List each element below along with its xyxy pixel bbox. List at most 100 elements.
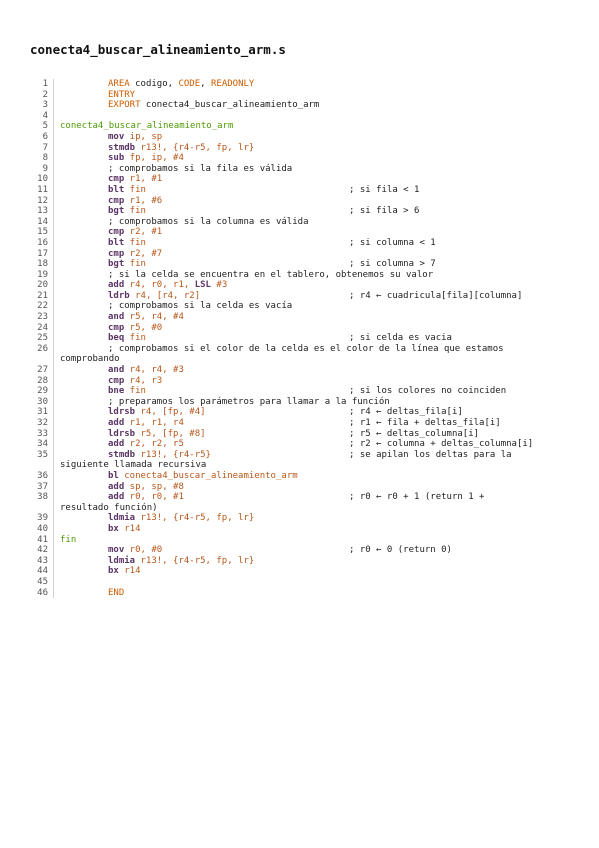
line-number: 40: [37, 523, 48, 534]
line-number: 34: [37, 439, 48, 450]
code-instruction: ldrb r4, [r4, r2]: [108, 291, 200, 302]
mnemonic: ldmia: [108, 555, 136, 566]
gutter-divider: [53, 142, 54, 154]
wrapped-comment: siguiente llamada recursiva: [60, 460, 207, 471]
operands: r4, [fp, #4]: [135, 407, 206, 418]
code-line: 4: [0, 110, 599, 122]
gutter-divider: [53, 206, 54, 217]
gutter-divider: [53, 131, 54, 143]
line-number: 25: [37, 333, 48, 344]
mnemonic: ldmia: [108, 513, 136, 524]
operands: r13!, {r4-r5, fp, lr}: [135, 555, 255, 566]
directive: EXPORT: [108, 100, 141, 111]
mnemonic: cmp: [108, 227, 125, 238]
code-instruction: cmp r4, r3: [108, 376, 162, 387]
code-instruction: blt fin: [108, 238, 146, 249]
mnemonic: cmp: [108, 322, 125, 333]
code-comment: ; si fila < 1: [349, 184, 420, 195]
line-number: 19: [37, 269, 48, 280]
wrapped-comment: resultado función): [60, 502, 158, 513]
code-line: 30; preparamos los parámetros para llama…: [0, 396, 599, 408]
code-line: 45: [0, 576, 599, 588]
line-number: 14: [37, 216, 48, 227]
line-number: 45: [37, 576, 48, 587]
mnemonic: bne: [108, 386, 125, 397]
code-instruction: stmdb r13!, {r4-r5}: [108, 450, 211, 461]
gutter-divider: [53, 365, 54, 376]
line-number: 22: [37, 301, 48, 312]
mnemonic: add: [108, 439, 125, 450]
mnemonic: ldrb: [108, 290, 130, 301]
code-line: 40 bx r14: [0, 523, 599, 535]
operands: r2, #7: [124, 248, 163, 259]
code-text: ,: [200, 79, 211, 89]
code-instruction: add r2, r2, r5: [108, 439, 184, 450]
operands: r13!, {r4-r5, fp, lr}: [135, 142, 255, 153]
mnemonic: ldrsb: [108, 407, 136, 418]
line-number: 46: [37, 587, 48, 598]
mnemonic: cmp: [108, 248, 125, 259]
gutter-divider: [53, 513, 54, 524]
line-number: 31: [37, 407, 48, 418]
code-line: 46 END: [0, 587, 599, 599]
code-instruction: bgt fin: [108, 206, 146, 217]
operands: fp, ip, #4: [124, 153, 184, 164]
code-instruction: stmdb r13!, {r4-r5, fp, lr}: [108, 143, 254, 154]
line-number: 4: [42, 110, 48, 121]
gutter-divider: [53, 523, 54, 535]
code-instruction: ; preparamos los parámetros para llamar …: [108, 397, 390, 408]
mnemonic: cmp: [108, 195, 125, 206]
gutter-divider: [53, 322, 54, 334]
operands: r2, r2, r5: [124, 439, 184, 450]
code-text: conecta4_buscar_alineamiento_arm: [140, 100, 320, 111]
code-instruction: ; comprobamos si la fila es válida: [108, 164, 292, 175]
line-number: 23: [37, 312, 48, 323]
gutter-divider: [53, 184, 54, 196]
code-instruction: bx r14: [108, 524, 141, 535]
code-line: 7 stmdb r13!, {r4-r5, fp, lr}: [0, 142, 599, 154]
code-label: fin: [60, 534, 77, 545]
code-instruction: add sp, sp, #8: [108, 482, 184, 493]
line-number: 1: [42, 79, 48, 89]
gutter-divider: [53, 375, 54, 387]
code-comment: ; si los colores no coinciden: [349, 386, 507, 397]
operands: r5, #0: [124, 322, 163, 333]
mnemonic: mov: [108, 131, 125, 142]
code-line: 24 cmp r5, #0: [0, 322, 599, 334]
gutter-divider: [53, 301, 54, 313]
line-number: 24: [37, 322, 48, 333]
code-instruction: and r4, r4, #3: [108, 365, 184, 376]
gutter-divider: [53, 439, 54, 450]
line-number: 35: [37, 449, 48, 460]
gutter-divider: [53, 481, 54, 493]
code-instruction: ldrsb r5, [fp, #8]: [108, 429, 206, 440]
line-number: 12: [37, 195, 48, 206]
gutter-divider: [53, 534, 54, 546]
code-instruction: END: [108, 588, 124, 599]
code-instruction: ldrsb r4, [fp, #4]: [108, 407, 206, 418]
code-instruction: cmp r1, #1: [108, 174, 162, 185]
code-instruction: mov ip, sp: [108, 132, 162, 143]
line-number: 7: [42, 142, 48, 153]
gutter-divider: [53, 407, 54, 418]
operands: r13!, {r4-r5}: [135, 449, 211, 460]
gutter-divider: [53, 237, 54, 249]
gutter-divider: [53, 418, 54, 429]
mnemonic: mov: [108, 545, 125, 556]
gutter-divider: [53, 89, 54, 101]
line-number: 44: [37, 566, 48, 577]
operands: ip, sp: [124, 131, 163, 142]
mnemonic: add: [108, 481, 125, 492]
code-instruction: cmp r2, #7: [108, 249, 162, 260]
mnemonic: add: [108, 280, 125, 291]
mnemonic: ldrsb: [108, 428, 136, 439]
operands: r0, #0: [124, 545, 163, 556]
gutter-divider: [53, 174, 54, 185]
line-number: 38: [37, 492, 48, 503]
